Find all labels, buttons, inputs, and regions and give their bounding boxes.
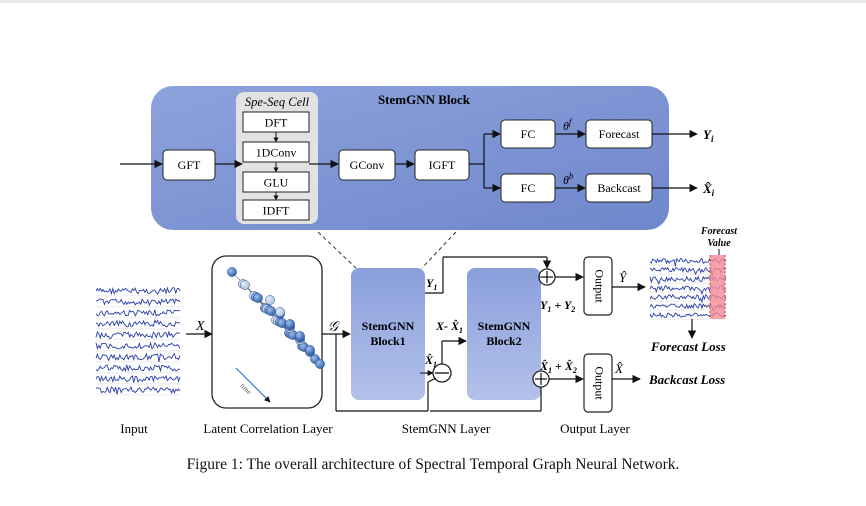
output-box-forecast: Output xyxy=(583,256,613,316)
series-line xyxy=(95,374,181,384)
graph-node xyxy=(227,267,237,277)
svg-text:Backcast: Backcast xyxy=(597,181,641,195)
output-layer-label: Output Layer xyxy=(560,421,630,436)
svg-text:Block1: Block1 xyxy=(370,334,405,348)
svg-text:Output: Output xyxy=(592,269,606,303)
svg-text:Output: Output xyxy=(592,366,606,400)
backcast-box: Backcast xyxy=(585,173,653,203)
forecast-loss-label: Forecast Loss xyxy=(650,339,726,354)
fc-backcast-box: FC xyxy=(500,173,556,203)
forecast-value-label-2: Value xyxy=(707,238,731,249)
graph-node xyxy=(315,359,325,369)
y-sum-label: Y1 + Y2 xyxy=(540,298,575,314)
series-line xyxy=(95,385,181,395)
graph-node xyxy=(265,295,275,305)
spe-seq-glu: GLU xyxy=(242,171,310,193)
figure-caption: Figure 1: The overall architecture of Sp… xyxy=(186,456,680,473)
svg-text:IDFT: IDFT xyxy=(263,204,290,218)
plus-circle-forecast xyxy=(538,268,556,286)
series-line xyxy=(95,286,181,296)
x-label: X xyxy=(195,319,205,334)
series-line xyxy=(95,352,181,363)
igft-box: IGFT xyxy=(414,149,470,181)
graph-node xyxy=(305,345,315,355)
stemgnn-block-title: StemGNN Block xyxy=(378,92,471,107)
stemgnn-layer-label: StemGNN Layer xyxy=(402,421,491,436)
stemgnn-block2: StemGNN Block2 xyxy=(467,268,541,400)
svg-text:Block2: Block2 xyxy=(486,334,521,348)
latent-layer-label: Latent Correlation Layer xyxy=(203,421,333,436)
svg-text:GFT: GFT xyxy=(178,158,201,172)
graph-node xyxy=(275,307,285,317)
svg-text:GConv: GConv xyxy=(350,158,385,172)
graph-node xyxy=(240,280,250,290)
gft-box: GFT xyxy=(162,149,216,181)
output-box-backcast: Output xyxy=(583,353,613,413)
svg-text:Forecast: Forecast xyxy=(599,127,640,141)
x-minus-xhat1-label: X- X̂1 xyxy=(435,319,463,335)
time-axis-arrow xyxy=(235,367,271,403)
input-time-series xyxy=(95,286,181,396)
x-sum-label: X̂1 + X̂2 xyxy=(539,359,577,375)
backcast-loss-label: Backcast Loss xyxy=(648,372,725,387)
top-border xyxy=(0,0,866,3)
series-line xyxy=(95,364,180,373)
svg-text:GLU: GLU xyxy=(264,176,289,190)
graph-g-label: 𝒢 xyxy=(328,320,340,335)
zoom-line-right xyxy=(421,231,457,269)
svg-text:1DConv: 1DConv xyxy=(256,146,297,160)
spe-seq-dft: DFT xyxy=(242,111,310,133)
spe-seq-idft: IDFT xyxy=(242,199,310,221)
svg-text:StemGNN: StemGNN xyxy=(362,319,415,333)
y-hat-label: Ŷ xyxy=(619,270,628,285)
series-line xyxy=(95,341,181,350)
forecast-box: Forecast xyxy=(585,119,653,149)
spe-seq-cell-title: Spe-Seq Cell xyxy=(245,95,310,109)
latent-graph xyxy=(227,267,325,369)
svg-text:IGFT: IGFT xyxy=(429,158,456,172)
svg-text:FC: FC xyxy=(521,181,536,195)
graph-node xyxy=(266,306,276,316)
x-hat-label: X̂ xyxy=(614,361,624,376)
minus-circle xyxy=(432,363,452,383)
xhat1-label: X̂1 xyxy=(424,353,437,369)
forecast-value-band xyxy=(710,255,725,319)
series-line xyxy=(95,298,181,307)
svg-text:DFT: DFT xyxy=(265,116,288,130)
y1-label: Y1 xyxy=(426,276,437,292)
theta-f-label: θf xyxy=(563,117,573,133)
forecast-value-label-1: Forecast xyxy=(700,226,738,237)
stemgnn-block1: StemGNN Block1 xyxy=(351,268,425,400)
stemgnn-block-panel: StemGNN Block Spe-Seq Cell DFT 1DConv GL… xyxy=(120,86,669,230)
graph-node xyxy=(285,319,295,329)
graph-node xyxy=(295,331,305,341)
series-line xyxy=(95,318,181,328)
zoom-line-left xyxy=(317,231,357,269)
output-xhat-i: X̂i xyxy=(702,181,715,198)
series-line xyxy=(95,330,181,340)
input-label: Input xyxy=(120,421,148,436)
spe-seq-1dconv: 1DConv xyxy=(242,141,310,163)
graph-node xyxy=(253,293,263,303)
plus-circle-backcast xyxy=(532,370,550,388)
output-y-i: Yi xyxy=(703,127,714,144)
svg-text:FC: FC xyxy=(521,127,536,141)
latent-correlation-panel: time xyxy=(211,255,325,409)
svg-text:StemGNN: StemGNN xyxy=(478,319,531,333)
gconv-box: GConv xyxy=(338,149,396,181)
series-line xyxy=(95,309,181,317)
theta-b-label: θb xyxy=(563,171,574,187)
fc-forecast-box: FC xyxy=(500,119,556,149)
